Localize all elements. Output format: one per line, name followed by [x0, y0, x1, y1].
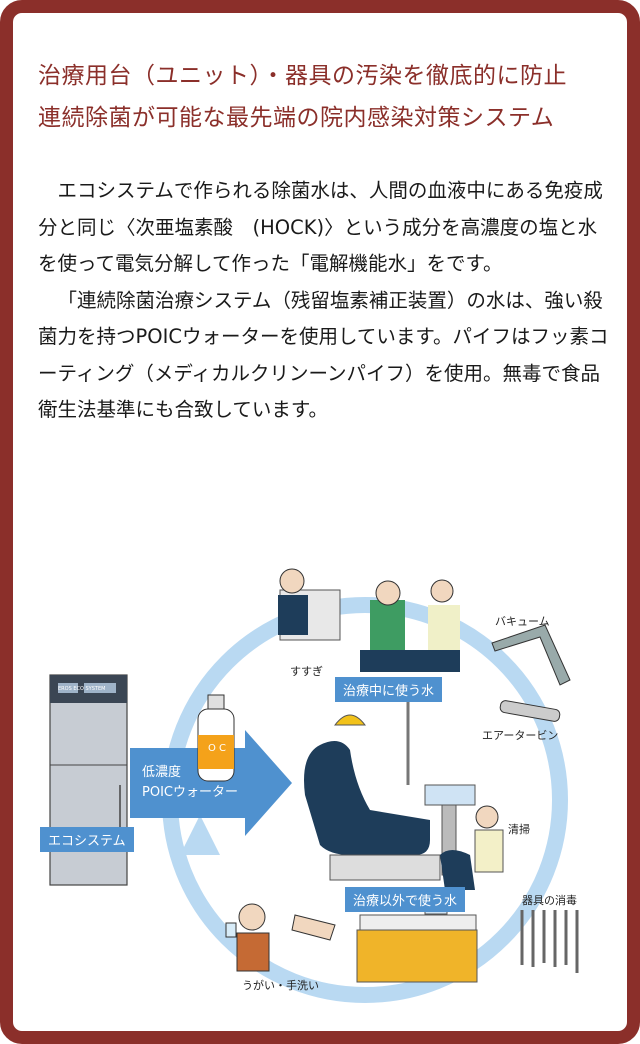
vacuum-label: バキューム	[495, 615, 550, 628]
body-paragraph-2: 「連続除菌治療システム（残留塩素補正装置）の水は、強い殺菌力を持つPOICウォー…	[38, 288, 609, 422]
body-paragraph-1: エコシステムで作られる除菌水は、人間の血液中にある免疫成分と同じ〈次亜塩素酸 (…	[38, 179, 603, 275]
operating-lamp	[333, 685, 410, 785]
eco-system-label: エコシステム	[40, 827, 134, 852]
disinfected-instruments	[520, 910, 579, 973]
supply-arrow	[130, 730, 292, 836]
body-text: エコシステムで作られる除菌水は、人間の血液中にある免疫成分と同じ〈次亜塩素酸 (…	[38, 173, 610, 429]
cleaning-scene	[440, 805, 504, 890]
outside-treatment-label: 治療以外で使う水	[345, 887, 466, 912]
gargle-handwash-label: うがい・手洗い	[242, 979, 319, 992]
dental-instruments	[491, 624, 571, 722]
eco-system-machine	[49, 674, 128, 886]
machine-brand-text: EROS ECO SYSTEM	[58, 686, 106, 692]
treatment-scene	[278, 568, 460, 672]
poic-bottle	[197, 694, 235, 782]
gargle-scene	[225, 903, 336, 972]
system-illustration: EROS ECO SYSTEM エコシステム 低濃度 POICウォーター O C…	[30, 555, 610, 1025]
cleaning-label: 清掃	[508, 823, 530, 836]
dental-chair	[304, 741, 476, 881]
rinse-label: すすぎ	[290, 665, 323, 678]
bottle-label: O C	[208, 743, 227, 754]
headline: 治療用台（ユニット）・器具の汚染を徹底的に防止 連続除菌が可能な最先端の院内感染…	[38, 55, 618, 139]
arrow-label-low-concentration: 低濃度	[142, 765, 182, 780]
air-turbine-label: エアータービン	[482, 729, 559, 742]
cycle-arrow-head	[180, 815, 220, 855]
sink-cabinet	[356, 899, 478, 983]
arrow-label-poic-water: POICウォーター	[142, 785, 238, 800]
headline-line-1: 治療用台（ユニット）・器具の汚染を徹底的に防止	[38, 63, 567, 89]
instrument-disinfection-label: 器具の消毒	[522, 894, 577, 907]
headline-line-2: 連続除菌が可能な最先端の院内感染対策システム	[38, 105, 555, 131]
during-treatment-label: 治療中に使う水	[335, 677, 443, 702]
